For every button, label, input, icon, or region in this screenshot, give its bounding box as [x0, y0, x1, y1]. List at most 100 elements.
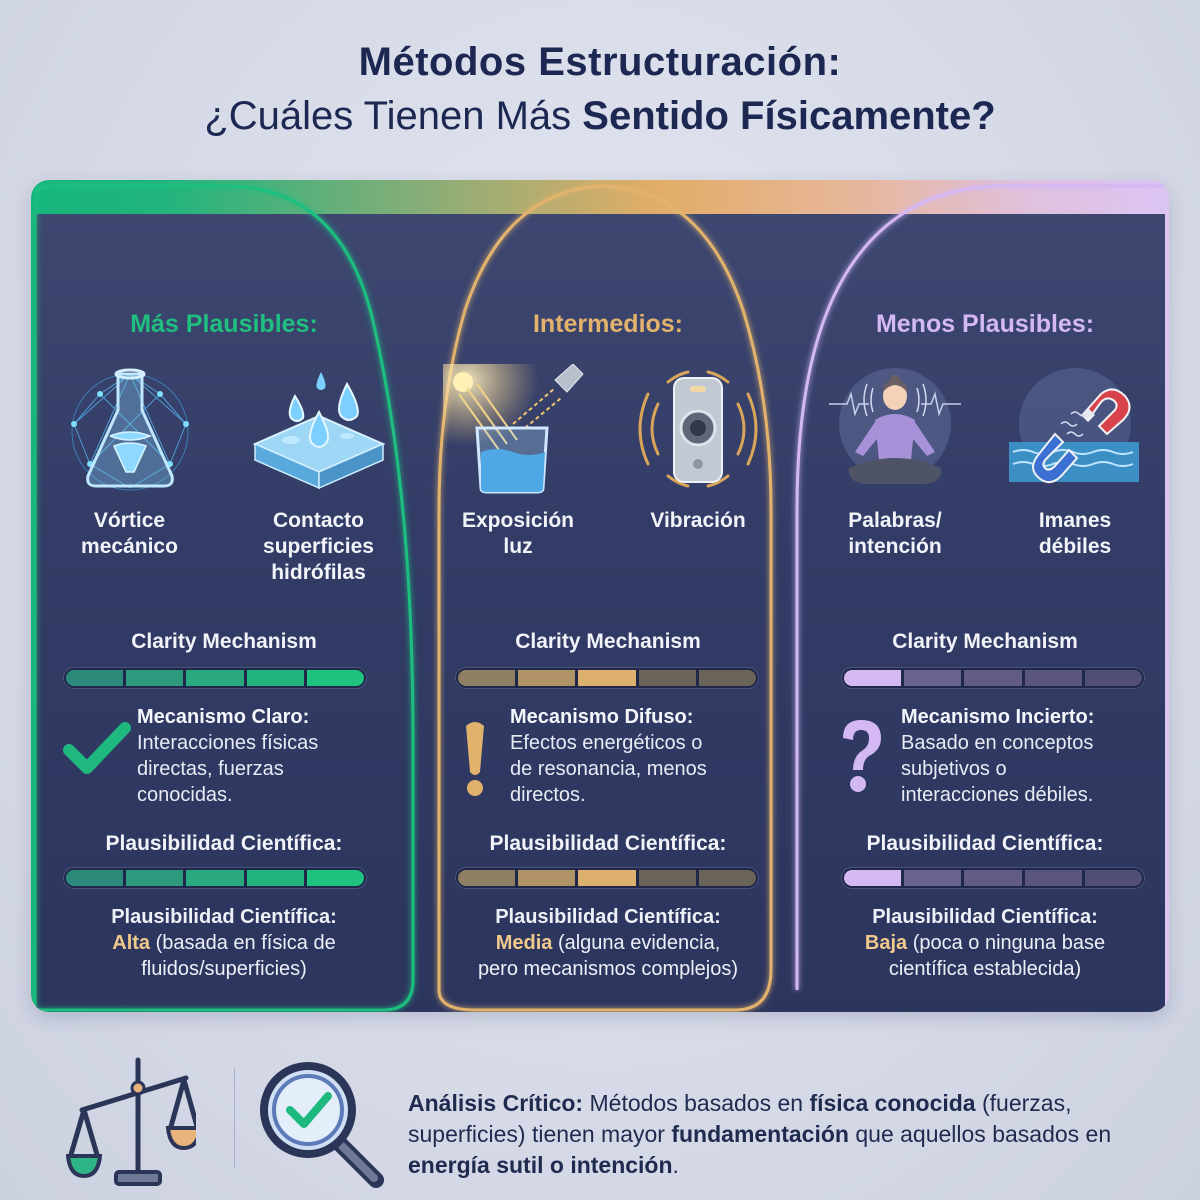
bar-segment	[1024, 670, 1082, 686]
column-title: Intermedios:	[532, 310, 684, 338]
bar-segment	[844, 870, 902, 886]
magnifier-check-icon	[260, 1062, 384, 1188]
method-label: Palabras/intención	[848, 509, 942, 558]
method-palabras-intencion: Palabras/intención	[810, 364, 980, 560]
bar-segment	[186, 670, 244, 686]
plausibility-bar	[455, 867, 759, 889]
bar-segment	[964, 670, 1022, 686]
analysis-emphasis: fundamentación	[671, 1121, 849, 1147]
clarity-bar	[841, 667, 1145, 689]
bar-segment	[518, 870, 576, 886]
column-title: Más Plausibles:	[130, 310, 318, 338]
mechanism-heading: Mecanismo Difuso:	[510, 706, 694, 728]
title-line-1: Métodos Estructuración:	[358, 40, 842, 84]
clarity-bar	[455, 667, 759, 689]
exclamation-icon	[466, 722, 484, 796]
verdict-text: (alguna evidencia,	[552, 932, 721, 954]
analysis-text: Métodos basados en	[583, 1090, 810, 1116]
bar-segment	[246, 870, 304, 886]
bar-segment	[306, 670, 365, 686]
clarity-label: Clarity Mechanism	[515, 630, 701, 653]
title-line-2-bold: Sentido Físicamente?	[582, 94, 996, 138]
title-line-2-regular: ¿Cuáles Tienen Más	[204, 94, 583, 138]
verdict: Plausibilidad Científica: Alta (basada e…	[35, 904, 413, 982]
verdict-text: científica establecida)	[888, 958, 1082, 980]
verdict: Plausibilidad Científica: Media (alguna …	[428, 904, 788, 982]
footer-divider	[234, 1068, 235, 1168]
mechanism-text: conocidas.	[137, 784, 233, 806]
bar-segment	[126, 870, 184, 886]
mechanism-text: Efectos energéticos o	[510, 732, 703, 754]
bar-segment	[246, 670, 304, 686]
verdict-heading: Plausibilidad Científica:	[872, 906, 1098, 928]
meditation-intention-icon	[829, 368, 961, 484]
hydrophilic-surface-icon	[252, 372, 385, 490]
bar-segment	[306, 870, 365, 886]
bar-segment	[458, 670, 516, 686]
bar-segment	[518, 670, 576, 686]
verdict-text: fluidos/superficies)	[141, 958, 307, 980]
verdict-heading: Plausibilidad Científica:	[111, 906, 337, 928]
analysis-lead: Análisis Crítico:	[408, 1090, 584, 1116]
bar-segment	[1024, 870, 1082, 886]
bar-segment	[844, 670, 902, 686]
light-exposure-icon	[443, 364, 584, 494]
page-title: Métodos Estructuración: ¿Cuáles Tienen M…	[0, 38, 1200, 142]
mechanism-text: Basado en conceptos	[901, 732, 1094, 754]
critical-analysis-footer: Análisis Crítico: Métodos basados en fís…	[0, 1030, 1200, 1188]
column-title: Menos Plausibles:	[875, 310, 1095, 338]
bar-segment	[698, 670, 757, 686]
clarity-bar	[63, 667, 367, 689]
critical-analysis-text: Análisis Crítico: Métodos basados en fís…	[408, 1088, 1168, 1181]
check-icon	[63, 722, 131, 774]
verdict: Plausibilidad Científica: Baja (poca o n…	[805, 904, 1165, 982]
verdict-text: (basada en física de	[150, 932, 336, 954]
bar-segment	[578, 670, 636, 686]
verdict-level: Baja	[864, 932, 908, 954]
weak-magnet-icon	[1009, 368, 1139, 484]
method-label: Vibración	[650, 509, 746, 532]
mechanism-text: interacciones débiles.	[901, 784, 1094, 806]
mechanism-text: de resonancia, menos	[510, 758, 707, 780]
mechanism-description: Mecanismo Incierto: Basado en conceptos …	[821, 704, 1094, 808]
verdict-level: Alta	[112, 932, 151, 954]
plausibility-bar	[841, 867, 1145, 889]
analysis-text: que aquellos basados en	[848, 1121, 1112, 1147]
flask-vortex-icon	[70, 368, 189, 491]
plausibility-label: Plausibilidad Científica:	[866, 832, 1104, 855]
bar-segment	[1084, 870, 1143, 886]
bar-segment	[578, 870, 636, 886]
bar-segment	[964, 870, 1022, 886]
mechanism-text: subjetivos o	[901, 758, 1007, 780]
balance-scale-icon	[66, 1057, 196, 1186]
mechanism-text: directas, fuerzas	[137, 758, 284, 780]
question-icon	[843, 720, 881, 792]
bar-segment	[458, 870, 516, 886]
plausibility-label: Plausibilidad Científica:	[105, 832, 343, 855]
method-vibracion: Vibración	[613, 364, 783, 560]
bar-segment	[66, 870, 124, 886]
mechanism-description: Mecanismo Difuso: Efectos energéticos o …	[440, 704, 707, 808]
title-line-2: ¿Cuáles Tienen Más Sentido Físicamente?	[0, 90, 1200, 142]
mechanism-heading: Mecanismo Incierto:	[901, 706, 1095, 728]
verdict-text: (poca o ninguna base	[907, 932, 1106, 954]
analysis-emphasis: física conocida	[809, 1090, 976, 1116]
analysis-text: .	[672, 1152, 679, 1178]
verdict-text: pero mecanismos complejos)	[477, 958, 739, 980]
analysis-text: (fuerzas, superficies) tienen mayor	[408, 1090, 1072, 1147]
mechanism-description: Mecanismo Claro: Interacciones físicas d…	[57, 704, 318, 808]
vibration-speaker-icon	[638, 370, 758, 488]
